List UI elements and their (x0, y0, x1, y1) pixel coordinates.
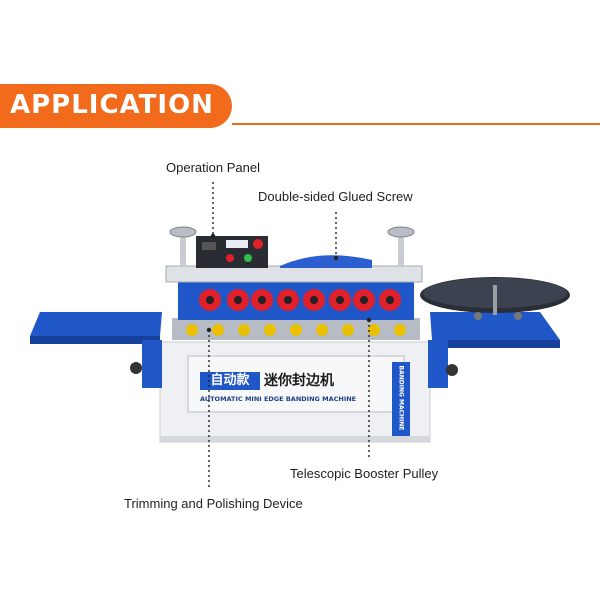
section-banner: APPLICATION (0, 84, 232, 128)
pressure-roller-row (186, 324, 406, 336)
red-roller-row (199, 289, 401, 311)
callout-booster-pulley: Telescopic Booster Pulley (290, 466, 439, 481)
machine-label-chinese: 迷你封边机 (264, 373, 334, 389)
section-divider (232, 123, 600, 125)
callout-operation-panel: Operation Panel (166, 160, 260, 175)
left-side-table (30, 312, 162, 336)
callout-trimming-device: Trimming and Polishing Device (124, 496, 303, 511)
callout-glued-screw: Double-sided Glued Screw (258, 189, 413, 204)
machine-side-label: BANDING MACHINE (397, 365, 405, 431)
machine-label-english: AUTOMATIC MINI EDGE BANDING MACHINE (200, 395, 357, 403)
right-handwheel (387, 226, 415, 266)
section-title: APPLICATION (10, 90, 214, 120)
right-side-table (430, 312, 560, 340)
left-handwheel (169, 226, 197, 266)
machine-label-highlight: 自动款 (210, 373, 250, 388)
